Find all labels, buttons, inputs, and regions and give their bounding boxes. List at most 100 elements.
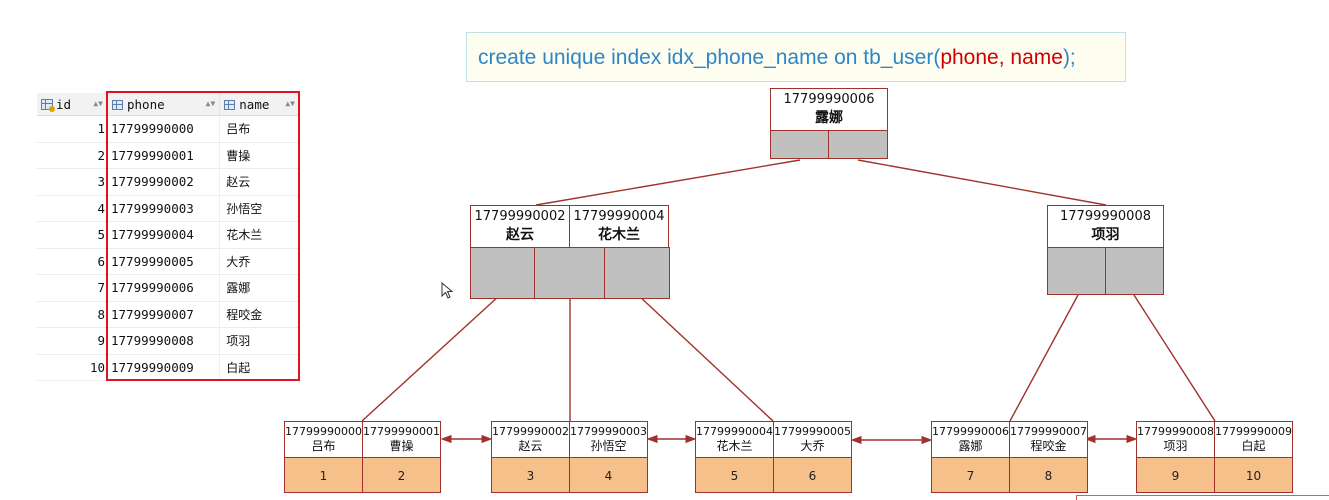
key-name: 赵云 (518, 439, 543, 453)
cell-phone[interactable]: 17799990003 (107, 195, 221, 222)
row-id-value: 7 (931, 457, 1010, 493)
sort-icon[interactable]: ▲▼ (205, 98, 216, 108)
cell-id[interactable]: 10 (37, 354, 108, 381)
cell-id[interactable]: 8 (37, 301, 108, 328)
offscreen-element-edge (1076, 495, 1329, 500)
key-name: 程咬金 (1030, 439, 1067, 453)
row-id-value: 3 (491, 457, 570, 493)
cell-name[interactable]: 露娜 (219, 274, 300, 302)
tree-edge (857, 159, 1107, 206)
column-header-phone[interactable]: phone▲▼ (107, 93, 221, 116)
tree-edge (535, 159, 801, 206)
cell-phone[interactable]: 17799990001 (107, 142, 221, 169)
key-name: 大乔 (800, 439, 825, 453)
cell-phone[interactable]: 17799990005 (107, 248, 221, 275)
cell-name[interactable]: 曹操 (219, 142, 300, 169)
sql-statement: create unique index idx_phone_name on tb… (466, 32, 1126, 82)
key-phone: 17799990009 (1215, 425, 1292, 438)
cell-name[interactable]: 吕布 (219, 115, 300, 143)
cell-phone[interactable]: 17799990004 (107, 221, 221, 249)
child-pointer (534, 247, 605, 299)
key-phone: 17799990004 (696, 425, 773, 438)
row-id-value: 8 (1009, 457, 1088, 493)
cell-id[interactable]: 6 (37, 248, 108, 275)
tree-edge (1009, 294, 1079, 422)
cell-phone[interactable]: 17799990006 (107, 274, 221, 302)
row-id-value: 6 (773, 457, 852, 493)
cell-id[interactable]: 4 (37, 195, 108, 222)
key-name: 项羽 (1163, 439, 1188, 453)
cell-phone[interactable]: 17799990008 (107, 327, 221, 355)
child-pointer (1047, 247, 1106, 295)
key-name: 曹操 (389, 439, 414, 453)
key-phone: 17799990006 (783, 92, 875, 107)
cell-name[interactable]: 程咬金 (219, 301, 300, 328)
child-pointer (470, 247, 535, 299)
key-name: 吕布 (311, 439, 336, 453)
cell-name[interactable]: 项羽 (219, 327, 300, 355)
cell-id[interactable]: 2 (37, 142, 108, 169)
key-phone: 17799990008 (1137, 425, 1214, 438)
key-name: 孙悟空 (590, 439, 627, 453)
sort-icon[interactable]: ▲▼ (93, 98, 103, 108)
key-name: 项羽 (1091, 227, 1120, 243)
cell-id[interactable]: 7 (37, 274, 108, 302)
column-header-name[interactable]: name▲▼ (219, 93, 300, 116)
key-phone: 17799990004 (573, 209, 665, 224)
column-header-id[interactable]: id▲▼ (37, 93, 108, 116)
cell-name[interactable]: 白起 (219, 354, 300, 381)
row-id-value: 9 (1136, 457, 1215, 493)
sql-index-columns: phone, name (940, 46, 1063, 69)
tree-edge (1133, 294, 1216, 422)
cell-phone[interactable]: 17799990002 (107, 168, 221, 196)
key-name: 露娜 (815, 110, 843, 126)
key-phone: 17799990001 (363, 425, 440, 438)
cell-id[interactable]: 5 (37, 221, 108, 249)
cell-id[interactable]: 3 (37, 168, 108, 196)
cell-name[interactable]: 花木兰 (219, 221, 300, 249)
tree-edge (637, 294, 774, 422)
key-phone: 17799990002 (474, 209, 566, 224)
cell-phone[interactable]: 17799990007 (107, 301, 221, 328)
cell-phone[interactable]: 17799990000 (107, 115, 221, 143)
row-id-value: 2 (362, 457, 441, 493)
key-phone: 17799990007 (1010, 425, 1087, 438)
sql-prefix: create unique index idx_phone_name on tb… (478, 46, 941, 69)
table-header-row: id▲▼ phone▲▼ name▲▼ (37, 93, 300, 116)
row-id-value: 10 (1214, 457, 1293, 493)
index-key: 17799990008 项羽 (1047, 205, 1164, 248)
key-phone: 17799990005 (774, 425, 851, 438)
key-phone: 17799990008 (1060, 209, 1151, 224)
tree-edge (361, 294, 501, 422)
cell-name[interactable]: 赵云 (219, 168, 300, 196)
sort-icon[interactable]: ▲▼ (285, 98, 295, 108)
cell-phone[interactable]: 17799990009 (107, 354, 221, 381)
cell-name[interactable]: 孙悟空 (219, 195, 300, 222)
cell-name[interactable]: 大乔 (219, 248, 300, 275)
key-phone: 17799990000 (285, 425, 362, 438)
